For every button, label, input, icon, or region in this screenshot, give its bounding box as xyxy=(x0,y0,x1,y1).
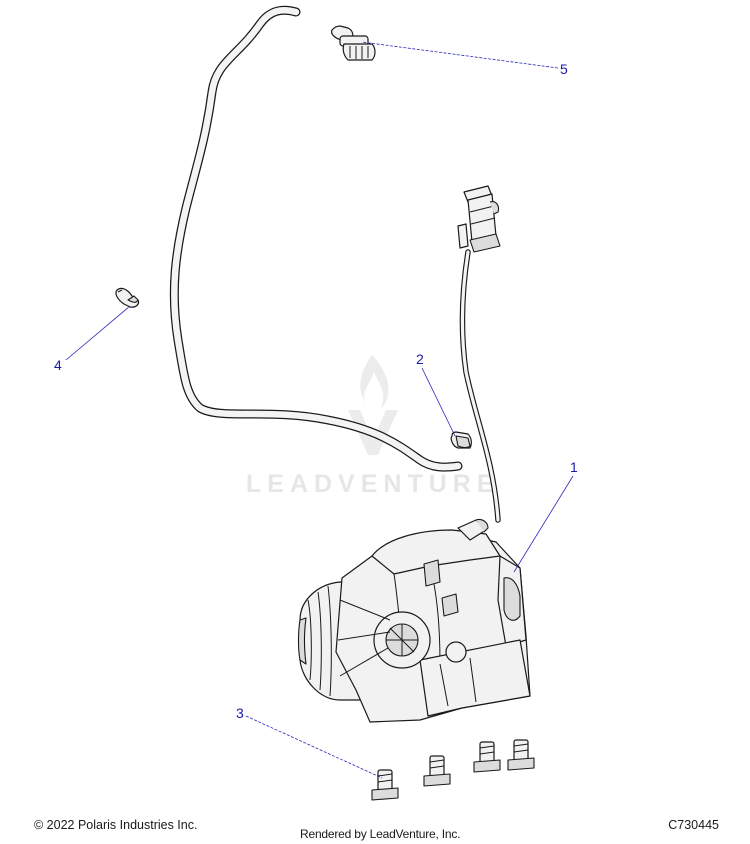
leader-line-2 xyxy=(421,367,456,437)
hose-clamp xyxy=(450,431,472,449)
bolt xyxy=(507,739,535,771)
rendered-by-text: Rendered by LeadVenture, Inc. xyxy=(300,827,461,841)
callout-number-5: 5 xyxy=(560,61,568,77)
watermark-brand-text: LEADVENTURE xyxy=(246,470,500,498)
callout-2: 2 xyxy=(416,351,456,437)
bolt xyxy=(423,755,451,787)
callout-number-1: 1 xyxy=(570,459,578,475)
sensor-wire xyxy=(459,249,501,523)
bolt xyxy=(371,769,399,801)
callout-4: 4 xyxy=(54,305,131,373)
callout-number-4: 4 xyxy=(54,357,62,373)
callout-number-3: 3 xyxy=(236,705,244,721)
bolt xyxy=(473,741,501,773)
hose-clip xyxy=(115,287,140,308)
callout-3: 3 xyxy=(236,705,383,779)
mounting-bolts xyxy=(371,739,535,801)
leader-line-5 xyxy=(361,41,559,69)
sensor-connector xyxy=(457,185,501,253)
copyright-text: © 2022 Polaris Industries Inc. xyxy=(34,818,198,832)
front-gearcase xyxy=(297,518,531,723)
breather-hose xyxy=(169,5,463,472)
breather-fitting xyxy=(331,25,376,61)
leader-line-1 xyxy=(513,475,574,573)
leader-line-4 xyxy=(65,305,131,361)
callout-5: 5 xyxy=(361,41,568,77)
callout-number-2: 2 xyxy=(416,351,424,367)
watermark-v-icon xyxy=(348,410,398,455)
diagram-code: C730445 xyxy=(668,818,719,832)
leadventure-watermark: LEADVENTURE xyxy=(246,355,500,498)
callout-1: 1 xyxy=(513,459,578,573)
leader-line-3 xyxy=(245,715,383,779)
watermark-flame-icon xyxy=(360,355,389,410)
